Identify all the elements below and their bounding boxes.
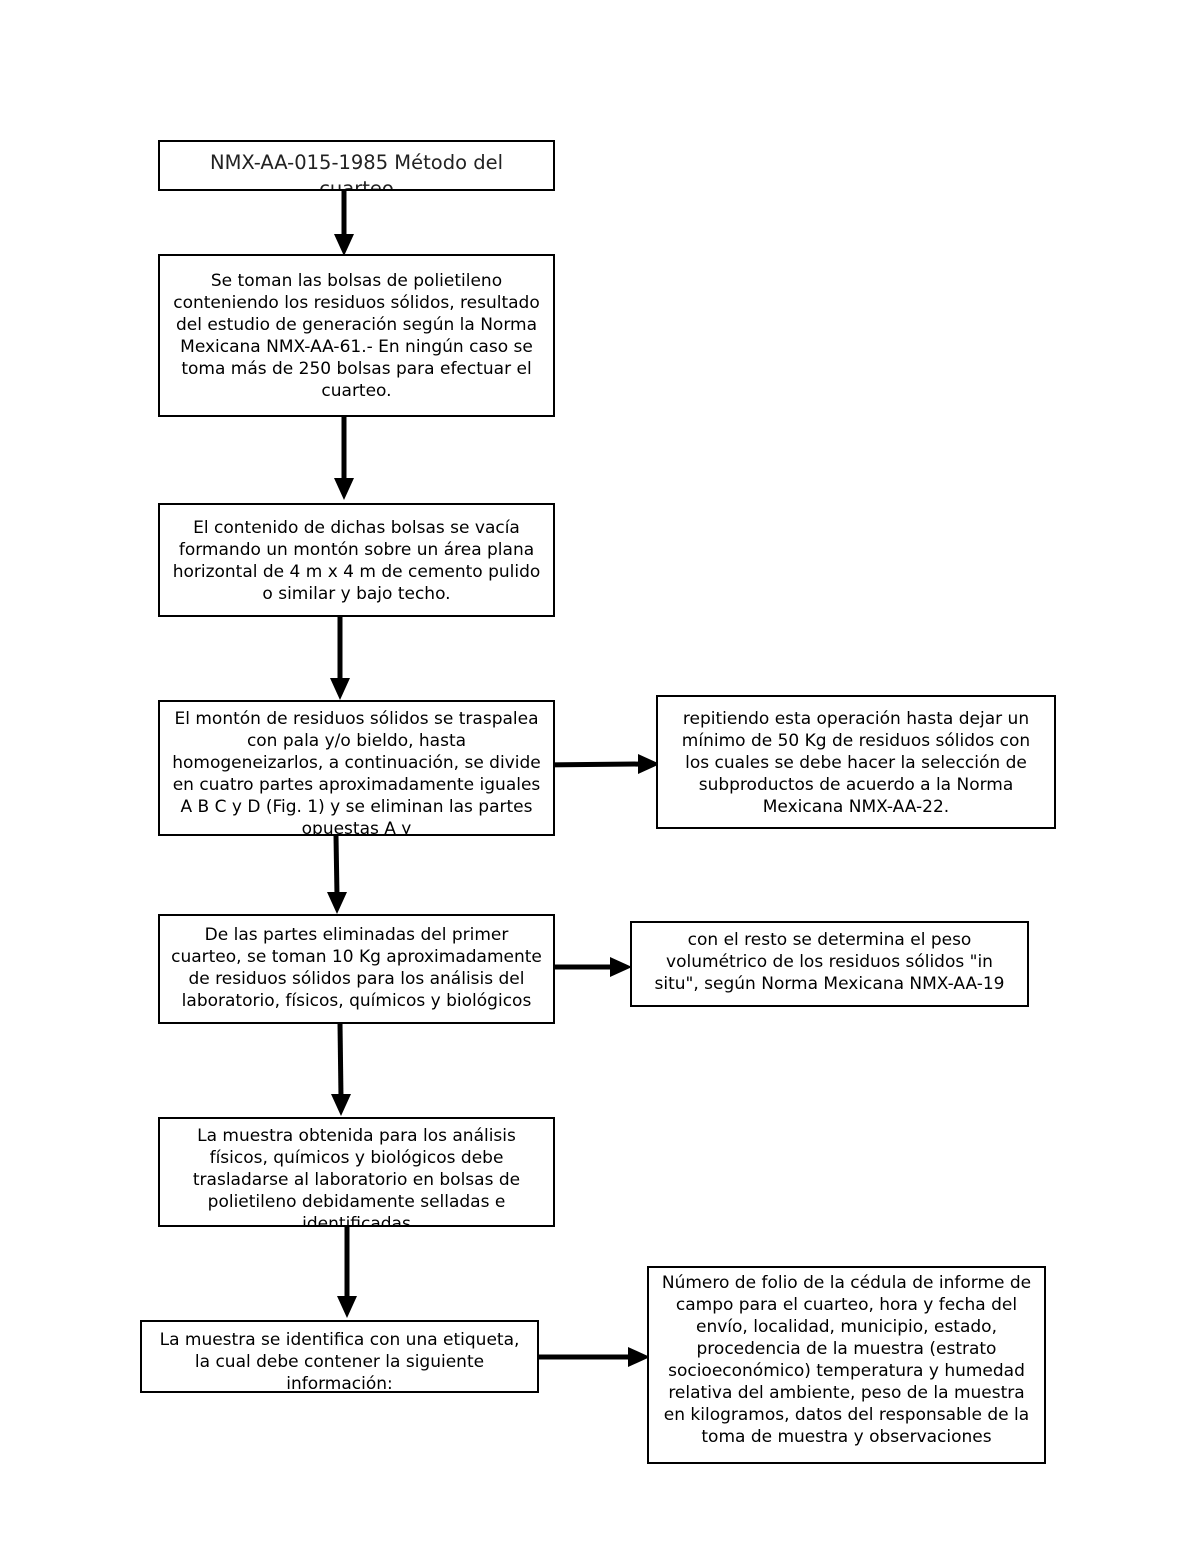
step-4-text: De las partes eliminadas del primer cuar… xyxy=(171,925,542,1011)
arrow-step2-to-step3 xyxy=(330,616,350,700)
side-note-3-text: Número de folio de la cédula de informe … xyxy=(661,1273,1032,1447)
arrow-step5-to-step6 xyxy=(337,1226,357,1318)
arrow-step6-to-note3 xyxy=(538,1347,650,1367)
step-6-box: La muestra se identifica con una etiquet… xyxy=(140,1320,539,1393)
side-note-2-box: con el resto se determina el peso volumé… xyxy=(630,921,1029,1007)
step-1-text: Se toman las bolsas de polietileno conte… xyxy=(173,271,540,401)
step-1-box: Se toman las bolsas de polietileno conte… xyxy=(158,254,555,417)
arrow-title-to-step1 xyxy=(334,190,354,256)
arrow-step1-to-step2 xyxy=(334,416,354,500)
flowchart-title-box: NMX-AA-015-1985 Método del cuarteo xyxy=(158,140,555,191)
arrow-step3-to-note1 xyxy=(537,754,660,774)
side-note-1-box: repitiendo esta operación hasta dejar un… xyxy=(656,695,1056,829)
side-note-2-text: con el resto se determina el peso volumé… xyxy=(654,930,1005,994)
step-2-text: El contenido de dichas bolsas se vacía f… xyxy=(172,518,541,604)
step-3-box: El montón de residuos sólidos se traspal… xyxy=(158,700,555,836)
step-2-box: El contenido de dichas bolsas se vacía f… xyxy=(158,503,555,617)
step-5-box: La muestra obtenida para los análisis fí… xyxy=(158,1117,555,1227)
step-4-box: De las partes eliminadas del primer cuar… xyxy=(158,914,555,1024)
step-6-text: La muestra se identifica con una etiquet… xyxy=(159,1330,520,1393)
step-5-text: La muestra obtenida para los análisis fí… xyxy=(192,1126,521,1227)
side-note-3-box: Número de folio de la cédula de informe … xyxy=(647,1266,1046,1464)
arrow-step3-to-step4 xyxy=(327,835,347,914)
step-3-text: El montón de residuos sólidos se traspal… xyxy=(172,709,541,836)
flowchart-title: NMX-AA-015-1985 Método del cuarteo xyxy=(209,151,503,191)
arrow-step4-to-step5 xyxy=(331,1022,351,1116)
side-note-1-text: repitiendo esta operación hasta dejar un… xyxy=(681,709,1031,817)
